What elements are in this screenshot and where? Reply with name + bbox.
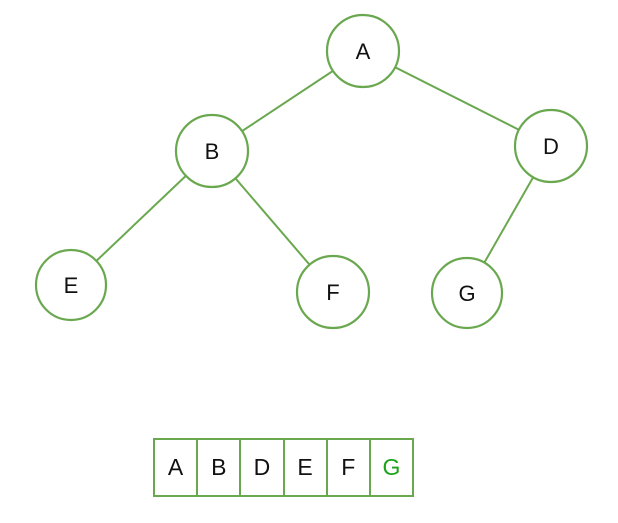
array-cell-D: D	[239, 440, 282, 495]
tree-node-F: F	[295, 254, 371, 330]
tree-node-label-G: G	[458, 281, 475, 306]
tree-node-label-F: F	[326, 280, 339, 305]
tree-node-circle-G	[430, 256, 504, 330]
tree-node-label-B: B	[205, 139, 220, 164]
tree-node-circle-D	[513, 108, 589, 184]
tree-node-circle-F	[295, 254, 371, 330]
tree-node-circle-B	[174, 113, 250, 189]
array-cell-A: A	[167, 454, 184, 480]
tree-node-A: A	[325, 13, 401, 89]
array-cell-F: F	[325, 440, 369, 495]
array-cell-G: G	[368, 440, 412, 495]
array-cell-E: E	[282, 440, 326, 495]
tree-node-B: B	[174, 113, 250, 189]
tree-node-label-E: E	[64, 273, 79, 298]
tree-node-circle-A	[325, 13, 401, 89]
tree-node-label-A: A	[356, 39, 371, 64]
tree-node-E: E	[34, 248, 108, 322]
array-cell-B: B	[196, 440, 239, 495]
tree-node-circle-E	[34, 248, 108, 322]
tree-node-label-D: D	[543, 134, 559, 159]
tree-node-G: G	[430, 256, 504, 330]
tree-node-D: D	[513, 108, 589, 184]
